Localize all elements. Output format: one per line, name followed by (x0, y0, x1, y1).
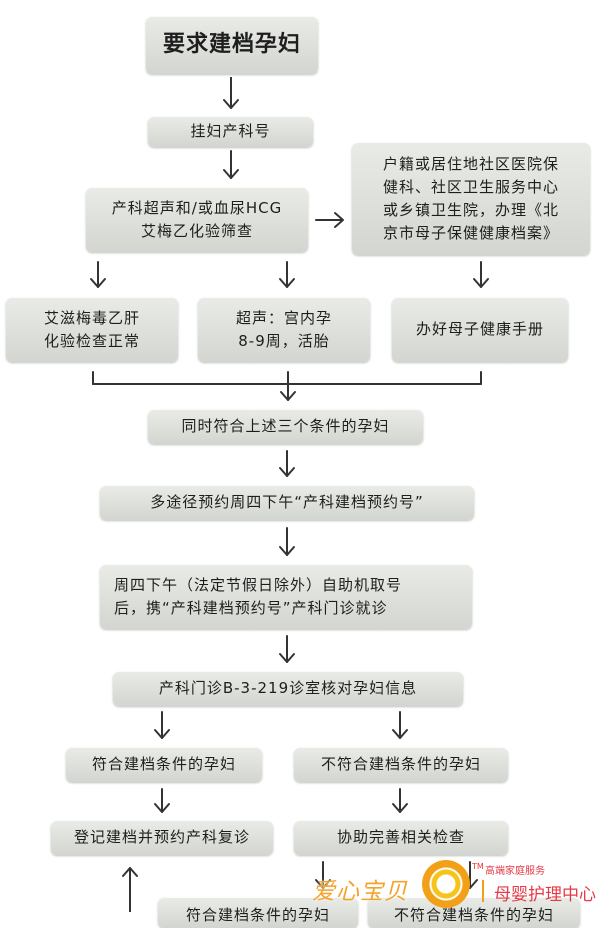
watermark: 爱心宝贝 TM 高端家庭服务 母婴护理中心 (310, 858, 600, 912)
node-verify: 产科门诊B-3-219诊室核对孕妇信息 (113, 672, 463, 706)
node-ultrasound: 超声：宫内孕 8-9周，活胎 (198, 298, 370, 362)
node-appointment: 多途径预约周四下午“产科建档预约号” (100, 486, 474, 520)
node-all-three: 同时符合上述三个条件的孕妇 (148, 410, 423, 444)
node-record: 登记建档并预约产科复诊 (51, 821, 273, 855)
sun-logo-icon (422, 860, 470, 908)
node-screening: 产科超声和/或血尿HCG 艾梅乙化验筛查 (86, 188, 308, 252)
node-register: 挂妇产科号 (148, 117, 313, 147)
watermark-tagline: 高端家庭服务 (485, 866, 545, 877)
watermark-center: 母婴护理中心 (494, 885, 596, 905)
node-not-eligible: 不符合建档条件的孕妇 (294, 748, 508, 782)
arrowhead (224, 98, 238, 100)
node-thursday: 周四下午（法定节假日除外）自助机取号 后，携“产科建档预约号”产科门诊就诊 (100, 565, 472, 629)
node-handbook: 办好母子健康手册 (392, 298, 568, 362)
watermark-brand: 爱心宝贝 (312, 879, 408, 905)
node-assist: 协助完善相关检查 (294, 821, 508, 855)
node-community: 户籍或居住地社区医院保 健科、社区卫生服务中心 或乡镇卫生院，办理《北 京市母子… (352, 143, 590, 255)
watermark-tm: TM (472, 862, 484, 871)
node-eligible: 符合建档条件的孕妇 (66, 748, 262, 782)
node-aids-test: 艾滋梅毒乙肝 化验检查正常 (6, 298, 178, 362)
node-start: 要求建档孕妇 (146, 17, 318, 74)
watermark-divider (482, 880, 484, 902)
